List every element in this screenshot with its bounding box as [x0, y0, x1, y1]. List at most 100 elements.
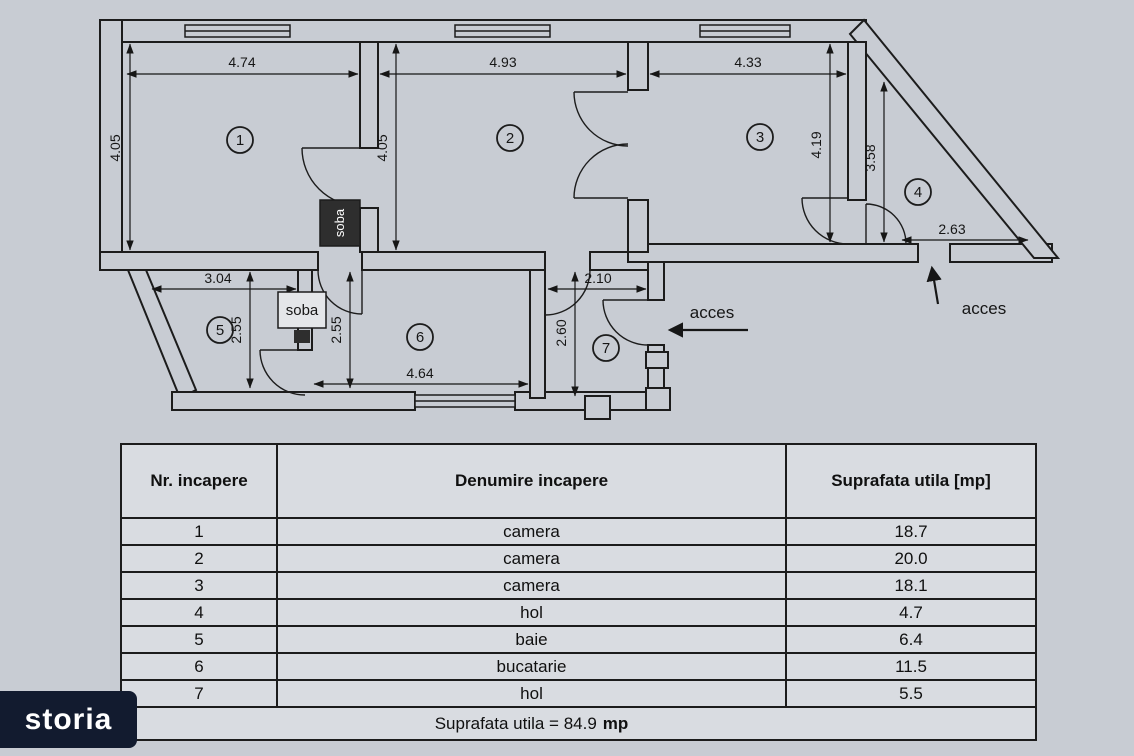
- col-header-area: Suprafata utila [mp]: [831, 471, 991, 490]
- table-row: 3 camera 18.1: [122, 573, 1035, 600]
- dim-room7-width: 2.10: [584, 270, 611, 286]
- soba-upper-label: soba: [332, 208, 347, 237]
- wall-bottom-a: [171, 391, 416, 411]
- cell-area: 20.0: [894, 548, 928, 568]
- wall-2-3-a: [627, 41, 649, 91]
- wall-middle-b: [361, 251, 546, 271]
- dim-room6-height: 2.55: [328, 316, 344, 343]
- area-table: Nr. incapere Denumire incapere Suprafata…: [120, 443, 1037, 741]
- wall-room7-right-a: [647, 261, 665, 301]
- wall-1-2-b: [359, 207, 379, 253]
- room-number-1: 1: [236, 132, 244, 149]
- dim-room4-width: 2.63: [938, 221, 965, 237]
- cell-name: hol: [278, 681, 787, 706]
- cell-name: hol: [278, 600, 787, 625]
- cell-nr: 6: [122, 654, 278, 679]
- porch-post-1: [584, 395, 611, 420]
- door-entry-room4: [865, 203, 907, 245]
- cell-name: baie: [278, 627, 787, 652]
- soba-upper-box: [319, 199, 361, 247]
- floor-plan: 4.74 4.93 4.33 2.63 3.04 4.64 2.10 4.05 …: [99, 18, 1061, 420]
- access-marks: acces acces: [667, 265, 1006, 338]
- wall-bottom-right-a: [627, 243, 919, 263]
- room-number-7: 7: [602, 340, 610, 357]
- dim-room7-height: 2.60: [553, 319, 569, 346]
- room-number-4: 4: [914, 184, 922, 201]
- soba-lower-label: soba: [286, 302, 319, 319]
- wall-2-3-b: [627, 199, 649, 253]
- dim-room3-width: 4.33: [734, 54, 761, 70]
- storia-logo: storia: [0, 691, 137, 748]
- table-row: 1 camera 18.7: [122, 519, 1035, 546]
- room-number-6: 6: [416, 329, 424, 346]
- soba-lower-box: [277, 291, 327, 329]
- dim-room5-width: 3.04: [204, 270, 231, 286]
- cell-name: camera: [278, 546, 787, 571]
- col-header-name: Denumire incapere: [278, 445, 787, 517]
- dim-room4-height: 3.58: [862, 144, 878, 171]
- dim-room2-width: 4.93: [489, 54, 516, 70]
- door-room2-room3-leaf2: [573, 143, 629, 199]
- dimension-lines: [126, 43, 1029, 397]
- storia-logo-text: storia: [24, 702, 113, 736]
- door-room5: [259, 349, 306, 396]
- table-header-row: Nr. incapere Denumire incapere Suprafata…: [122, 445, 1035, 519]
- access-entry-label: acces: [962, 299, 1006, 318]
- dim-room3-height: 4.19: [808, 131, 824, 158]
- dim-room1-height: 4.05: [107, 134, 123, 161]
- cell-nr: 4: [122, 600, 278, 625]
- col-header-nr: Nr. incapere: [122, 445, 278, 517]
- windows: [184, 24, 791, 408]
- room-numbers: 1 2 3 4 5 6 7: [206, 123, 932, 362]
- wall-3-4: [847, 41, 867, 201]
- door-arcs: [259, 91, 907, 396]
- dim-room6-width: 4.64: [406, 365, 433, 381]
- cell-area: 4.7: [899, 602, 923, 622]
- cell-nr: 1: [122, 519, 278, 544]
- wall-diagonal-right: [848, 18, 1061, 259]
- cell-name: camera: [278, 573, 787, 598]
- room-number-3: 3: [756, 129, 764, 146]
- door-room3-room4: [801, 197, 849, 245]
- table-row: 4 hol 4.7: [122, 600, 1035, 627]
- door-room7-entry: [602, 299, 649, 346]
- total-area-unit: mp: [602, 713, 629, 733]
- total-area-label: Suprafata utila = 84.9: [434, 713, 597, 733]
- access-side-label: acces: [690, 303, 734, 322]
- cell-nr: 7: [122, 681, 278, 706]
- cell-name: camera: [278, 519, 787, 544]
- porch-post-2: [645, 387, 671, 411]
- dim-room1-width: 4.74: [228, 54, 255, 70]
- cell-nr: 3: [122, 573, 278, 598]
- cell-name: bucatarie: [278, 654, 787, 679]
- dim-room5-height: 2.55: [228, 316, 244, 343]
- table-row: 5 baie 6.4: [122, 627, 1035, 654]
- room-number-2: 2: [506, 130, 514, 147]
- cell-nr: 2: [122, 546, 278, 571]
- wall-1-2-a: [359, 41, 379, 149]
- door-room6-top: [317, 269, 363, 315]
- room-number-5: 5: [216, 322, 224, 339]
- stoves: soba soba: [277, 199, 361, 343]
- cell-area: 11.5: [895, 656, 927, 676]
- dim-room2-height: 4.05: [374, 134, 390, 161]
- chimney-box: [294, 330, 310, 343]
- wall-middle-a: [99, 251, 319, 271]
- door-room1-room2: [301, 147, 361, 207]
- cell-area: 18.7: [894, 521, 928, 541]
- access-entry-arrow: [926, 265, 942, 305]
- wall-diagonal-left: [126, 269, 198, 400]
- table-row: 2 camera 20.0: [122, 546, 1035, 573]
- cell-area: 18.1: [894, 575, 928, 595]
- cell-area: 6.4: [899, 629, 923, 649]
- table-row: 6 bucatarie 11.5: [122, 654, 1035, 681]
- door-room2-room3-leaf1: [573, 91, 629, 147]
- walls: [99, 18, 1061, 420]
- cell-nr: 5: [122, 627, 278, 652]
- door-room7-top: [544, 269, 591, 316]
- table-row: 7 hol 5.5: [122, 681, 1035, 708]
- wall-pillar: [645, 351, 669, 369]
